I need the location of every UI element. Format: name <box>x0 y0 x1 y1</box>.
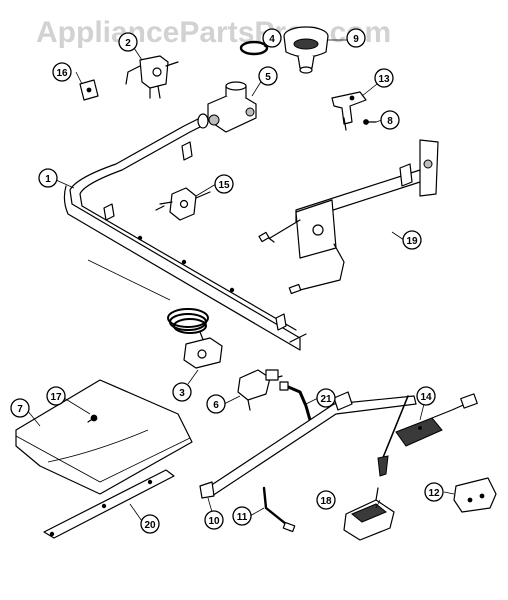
callout-7: 7 <box>10 398 30 418</box>
callout-5: 5 <box>258 66 278 86</box>
part-burner-head <box>283 26 329 74</box>
callout-19: 19 <box>402 230 422 250</box>
callout-15: 15 <box>214 174 234 194</box>
part-21-elbow <box>279 381 312 422</box>
svg-text:1: 1 <box>45 174 51 185</box>
watermark-text: AppliancePartsPros.com <box>36 16 391 49</box>
part-2-valve <box>125 55 179 99</box>
svg-text:2: 2 <box>125 38 131 49</box>
leader-lines <box>26 39 455 525</box>
svg-text:3: 3 <box>179 388 185 399</box>
svg-text:5: 5 <box>265 72 271 83</box>
svg-text:7: 7 <box>17 404 23 415</box>
callout-12: 12 <box>424 482 444 502</box>
part-3-thermostat <box>87 259 223 369</box>
part-1-manifold <box>63 113 307 351</box>
svg-text:14: 14 <box>420 392 432 403</box>
part-6-fitting <box>237 369 283 411</box>
callout-8: 8 <box>380 110 400 130</box>
callout-20: 20 <box>140 514 160 534</box>
part-16-clip <box>79 79 99 101</box>
part-5-regulator <box>207 81 257 133</box>
callout-16: 16 <box>52 62 72 82</box>
callout-4: 4 <box>262 28 282 48</box>
callout-14: 14 <box>416 386 436 406</box>
part-17-screw <box>87 414 98 423</box>
callout-3: 3 <box>172 382 192 402</box>
callout-13: 13 <box>374 68 394 88</box>
part-8-screw <box>363 119 377 125</box>
part-20-support <box>43 469 175 539</box>
callout-21: 21 <box>316 388 336 408</box>
svg-text:17: 17 <box>50 392 62 403</box>
svg-text:6: 6 <box>213 400 219 411</box>
svg-text:20: 20 <box>144 520 156 531</box>
part-12-terminal-block <box>453 477 497 513</box>
svg-text:10: 10 <box>208 516 220 527</box>
svg-text:11: 11 <box>237 512 248 523</box>
callout-6: 6 <box>206 394 226 414</box>
callout-2: 2 <box>118 32 138 52</box>
svg-text:15: 15 <box>218 180 230 191</box>
part-13-bracket <box>331 91 367 131</box>
callout-18: 18 <box>316 490 336 510</box>
svg-text:13: 13 <box>378 74 390 85</box>
callout-9: 9 <box>346 28 366 48</box>
svg-text:18: 18 <box>320 496 332 507</box>
callout-10: 10 <box>204 510 224 530</box>
svg-text:16: 16 <box>56 68 68 79</box>
part-15-valve <box>155 187 211 221</box>
part-18-module <box>343 487 395 541</box>
part-14-igniter <box>395 393 478 447</box>
part-19-oven-burner <box>258 139 439 295</box>
svg-text:21: 21 <box>320 394 332 405</box>
callout-1: 1 <box>38 168 58 188</box>
svg-text:19: 19 <box>406 236 418 247</box>
callout-11: 11 <box>232 506 252 526</box>
part-4-oring <box>239 40 269 56</box>
svg-text:12: 12 <box>428 488 440 499</box>
callout-17: 17 <box>46 386 66 406</box>
part-7-shield <box>15 379 193 495</box>
svg-text:9: 9 <box>353 34 359 45</box>
part-10-burner-tube <box>199 391 417 499</box>
svg-text:8: 8 <box>387 116 393 127</box>
svg-text:4: 4 <box>269 34 275 45</box>
part-11-tube <box>262 486 296 533</box>
